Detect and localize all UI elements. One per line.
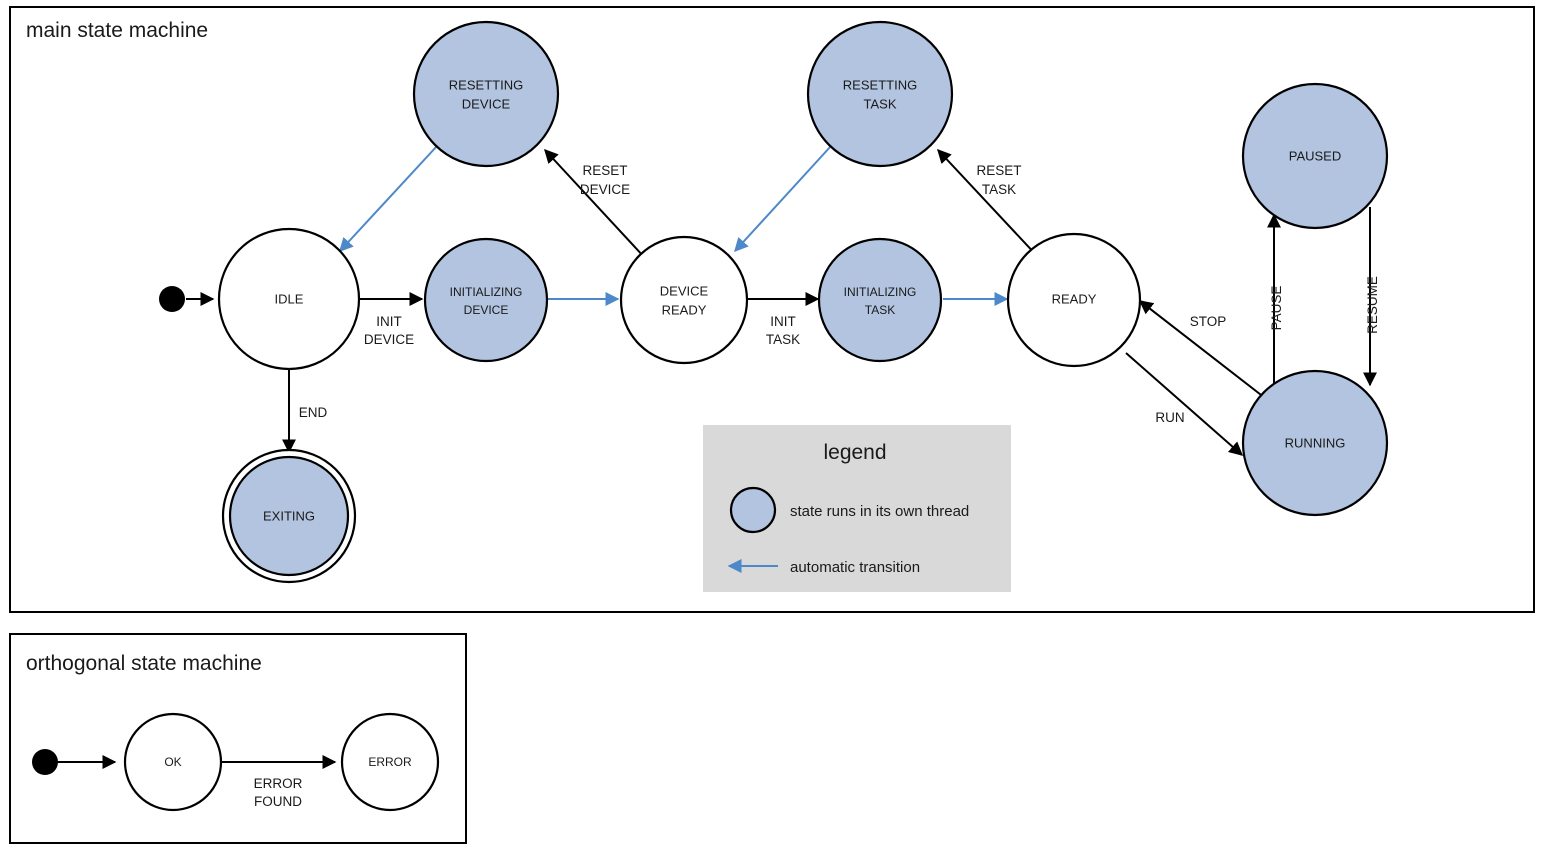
edge-label-stop: STOP [1190, 314, 1227, 329]
state-paused-label: PAUSED [1289, 148, 1342, 163]
state-initializing-task-label-line2: TASK [865, 303, 895, 317]
legend-thread-state-text: state runs in its own thread [790, 503, 969, 520]
state-resetting-task-label-line1: RESETTING [843, 77, 917, 92]
state-device-ready-label-line2: READY [662, 302, 707, 317]
edge-resetting-device-to-idle [339, 145, 438, 253]
main-state-machine-title: main state machine [26, 19, 208, 42]
edge-ready-to-resetting-task [937, 148, 1040, 259]
edge-running-to-ready [1138, 300, 1266, 399]
state-ready-label: READY [1052, 291, 1097, 306]
state-paused[interactable] [1241, 82, 1389, 230]
state-initializing-task-label-line1: INITIALIZING [844, 285, 917, 299]
edge-label-reset-device-line1: RESET [582, 163, 627, 178]
legend-title: legend [823, 441, 886, 464]
state-initializing-task[interactable] [817, 237, 943, 363]
edge-label-init-device-line1: INIT [376, 314, 402, 329]
edge-resetting-task-to-device-ready [734, 145, 832, 253]
state-resetting-task[interactable] [806, 20, 954, 168]
state-ready[interactable] [1006, 232, 1142, 368]
edge-label-init-task-line2: TASK [766, 332, 800, 347]
edge-label-reset-task-line2: TASK [982, 182, 1016, 197]
edge-device-ready-to-resetting-device [544, 148, 646, 259]
state-exiting-label: EXITING [263, 508, 315, 523]
state-initializing-device-label-line1: INITIALIZING [450, 285, 523, 299]
edge-label-resume: RESUME [1365, 276, 1380, 334]
state-initializing-device[interactable] [423, 237, 549, 363]
edge-label-end: END [299, 405, 328, 420]
legend-auto-transition-text: automatic transition [790, 559, 920, 576]
edge-label-init-task-line1: INIT [770, 314, 796, 329]
legend-thread-state-swatch [729, 486, 777, 534]
state-resetting-task-label-line2: TASK [864, 96, 897, 111]
state-exiting[interactable] [228, 455, 350, 577]
edge-label-pause: PAUSE [1269, 286, 1284, 331]
state-device-ready[interactable] [619, 235, 749, 365]
state-resetting-device-label-line1: RESETTING [449, 77, 523, 92]
orthogonal-initial-state-dot [32, 749, 58, 775]
state-ok-label: OK [164, 755, 181, 769]
state-running[interactable] [1241, 369, 1389, 517]
edge-label-error-found-line1: ERROR [254, 776, 303, 791]
state-initializing-device-label-line2: DEVICE [464, 303, 509, 317]
state-ok[interactable] [123, 712, 223, 812]
initial-state-dot [159, 286, 185, 312]
edge-label-reset-device-line2: DEVICE [580, 182, 630, 197]
edge-ready-to-running [1125, 352, 1244, 456]
orthogonal-state-machine-title: orthogonal state machine [26, 652, 262, 675]
state-resetting-device-label-line2: DEVICE [462, 96, 511, 111]
state-error-label: ERROR [368, 755, 412, 769]
state-error[interactable] [340, 712, 440, 812]
edge-label-run: RUN [1155, 410, 1184, 425]
edge-label-reset-task-line1: RESET [976, 163, 1021, 178]
state-idle[interactable] [217, 227, 361, 371]
state-device-ready-label-line1: DEVICE [660, 283, 709, 298]
edge-label-error-found-line2: FOUND [254, 794, 302, 809]
state-idle-label: IDLE [275, 291, 304, 306]
state-resetting-device[interactable] [412, 20, 560, 168]
edge-label-init-device-line2: DEVICE [364, 332, 414, 347]
state-running-label: RUNNING [1285, 435, 1346, 450]
